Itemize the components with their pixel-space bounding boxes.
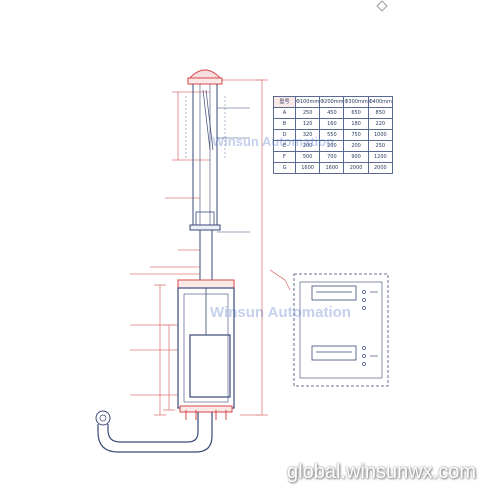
table-header-cell: 型号 [273,96,296,108]
detail-box [293,273,389,387]
table-cell: 1000 [367,129,393,141]
dimension-table: 型号 Φ100mm Φ200mm Φ300mm Φ400mm A 250 450… [273,96,393,174]
table-cell: A [273,107,296,119]
table-cell: F [273,151,296,163]
watermark-upper: Winsun Automation [212,134,335,149]
table-header-cell: Φ300mm [343,96,369,108]
table-cell: 850 [367,107,393,119]
side-trace [185,96,226,160]
site-url: global.winsunwx.com [287,461,476,483]
dimension-lines [130,79,291,416]
table-cell: 120 [294,118,321,130]
table-row: G 1600 1600 2000 2000 [273,162,393,174]
watermark-lower: Winsun Automation [210,304,351,321]
leader-lines [217,107,250,233]
table-cell: 250 [367,140,393,152]
table-cell: 1200 [367,151,393,163]
table-cell: B [273,118,296,130]
table-cell: 1600 [319,162,345,174]
table-cell: 1600 [294,162,321,174]
valve-body [95,69,235,453]
table-cell: 900 [343,151,369,163]
table-cell: 500 [294,151,321,163]
table-header-cell: Φ100mm [294,96,321,108]
table-cell: G [273,162,296,174]
table-row: F 500 700 900 1200 [273,151,393,163]
table-cell: 250 [294,107,321,119]
table-cell: 750 [343,129,369,141]
table-header-cell: Φ200mm [319,96,345,108]
table-cell: 2000 [343,162,369,174]
table-row: B 120 160 180 220 [273,118,393,130]
table-cell: 200 [343,140,369,152]
table-row: E 200 200 200 250 [273,140,393,152]
table-row: A 250 450 650 850 [273,107,393,119]
table-header-cell: Φ400mm [367,96,393,108]
table-cell: 220 [367,118,393,130]
table-header-row: 型号 Φ100mm Φ200mm Φ300mm Φ400mm [273,96,393,108]
table-cell: 650 [343,107,369,119]
table-cell: 700 [319,151,345,163]
table-cell: 160 [319,118,345,130]
table-cell: 180 [343,118,369,130]
table-cell: 2000 [367,162,393,174]
table-cell: 450 [319,107,345,119]
